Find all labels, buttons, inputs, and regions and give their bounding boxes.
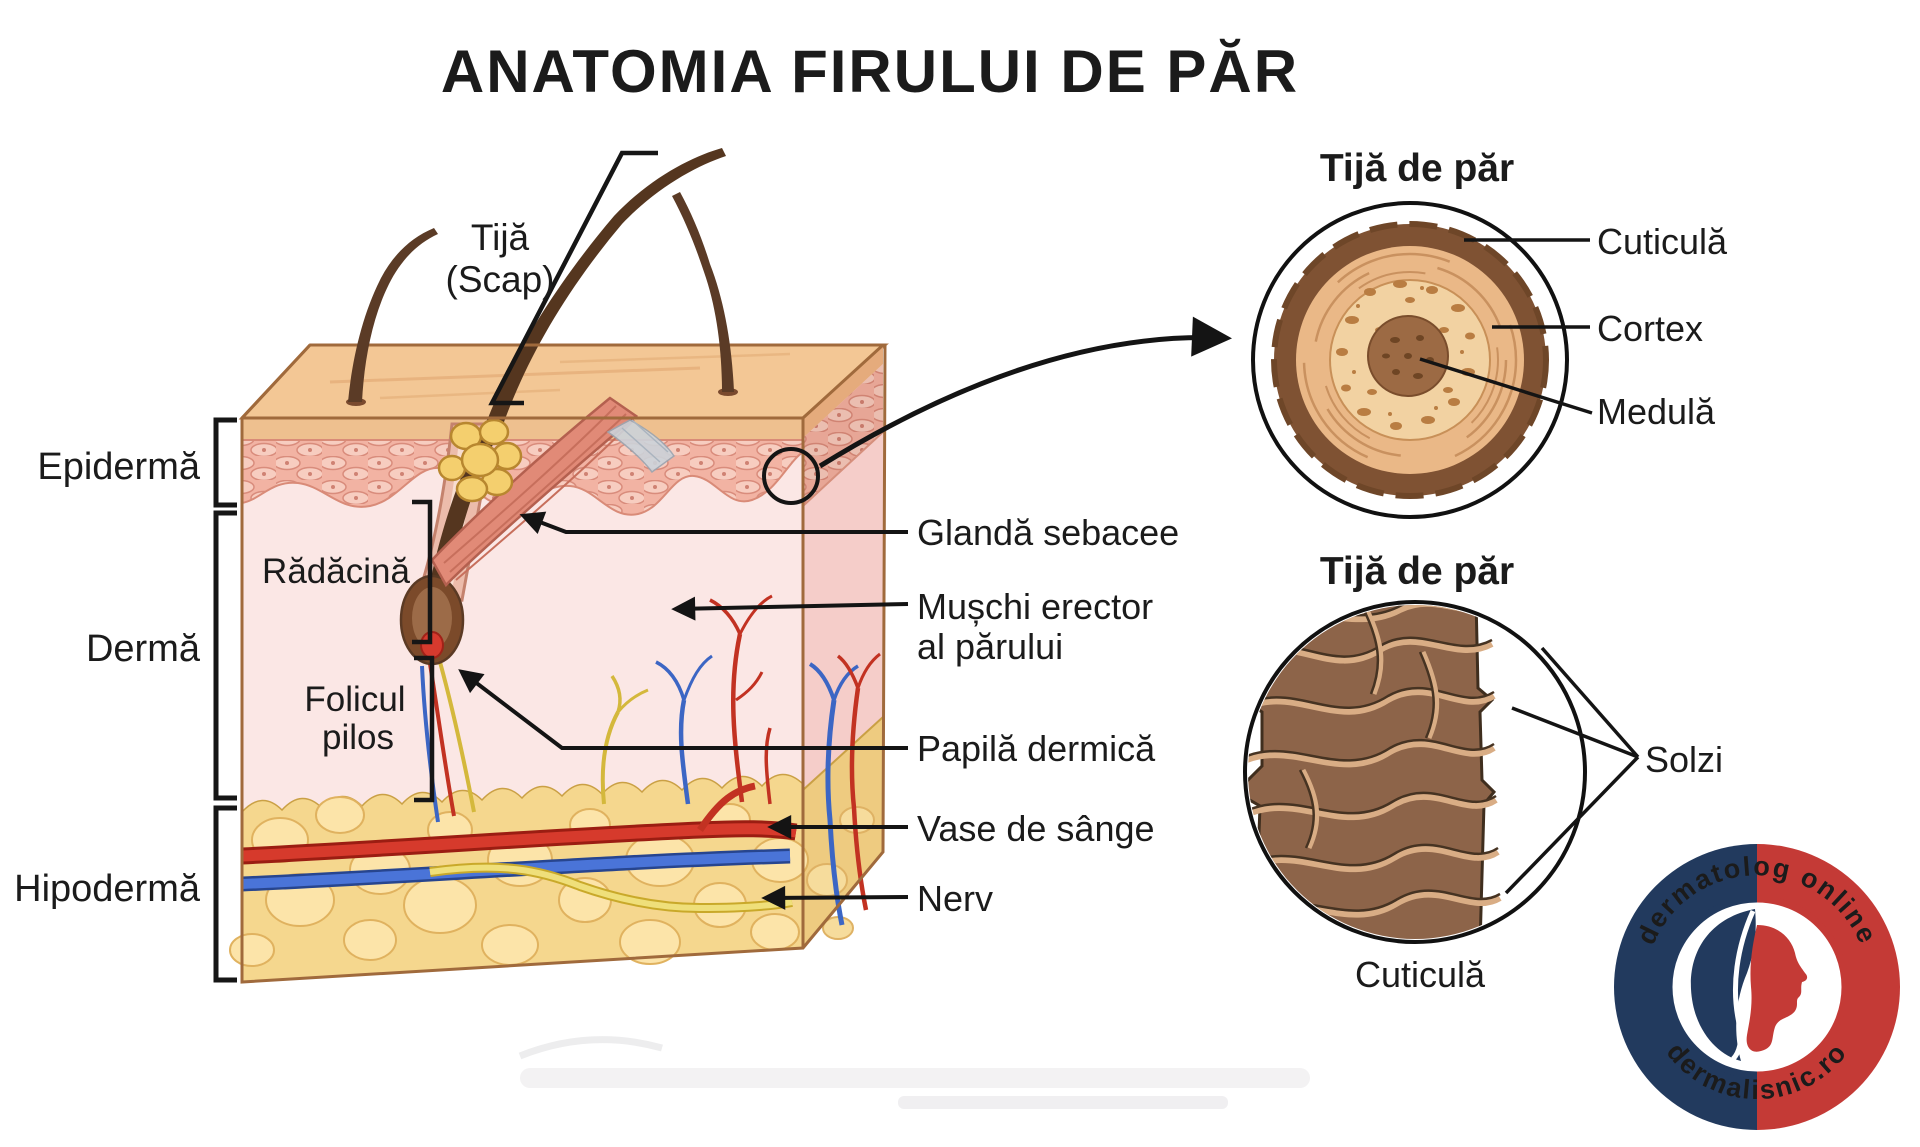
hair-left [348,228,438,402]
label-cuticula: Cuticulă [1597,221,1728,262]
hair-right [672,192,734,392]
bracket-epiderma [213,417,237,508]
leader-papila [458,669,908,750]
label-papila: Papilă dermică [917,728,1156,769]
label-vase: Vase de sânge [917,808,1155,849]
hair-shaft-cross-section: Tijă de păr [1251,147,1728,519]
hair-cuticle-closeup: Tijă de păr [1243,550,1723,995]
label-medula: Medulă [1597,391,1716,432]
callout-arrow [818,316,1232,469]
bracket-derma [213,510,237,801]
label-tija-line1: Tijă [471,217,530,258]
bracket-folicul [414,655,435,803]
arrector-pili-muscle [430,396,676,588]
cuticle-view-title: Tijă de păr [1320,550,1514,593]
leader-medula [1419,357,1593,415]
label-folicul-line2: pilos [322,718,394,757]
dermis-capillaries [600,594,773,805]
bracket-hipoderma [213,805,237,983]
label-solzi: Solzi [1645,739,1723,780]
sebaceous-gland [437,418,523,503]
label-nerv: Nerv [917,878,993,919]
label-epiderma: Epidermă [37,446,200,488]
bracket-radacina [412,499,433,645]
logo-badge: dermatolog online dermalisnic.ro [1614,844,1900,1130]
label-tija-line2: (Scap) [446,259,555,300]
label-cortex: Cortex [1597,308,1703,349]
label-muschi-line1: Mușchi erector [917,586,1153,627]
caption-cuticula: Cuticulă [1355,954,1486,995]
label-derma: Dermă [86,628,201,670]
leader-nerv [761,885,909,910]
tija-pointer-line [488,150,658,406]
page-title: ANATOMIA FIRULUI DE PĂR [441,38,1299,105]
leader-glanda [519,511,908,535]
skin-block-illustration [229,148,889,984]
cross-section-title: Tijă de păr [1320,147,1514,190]
label-folicul-line1: Folicul [304,680,405,719]
label-radacina: Rădăcină [262,552,410,591]
leader-muschi [671,596,909,621]
solzi-leader-lines [1504,646,1640,895]
logo-face-icon [1690,909,1808,1061]
nerve-fiber [429,862,793,914]
label-hipoderma: Hipodermă [14,868,201,910]
label-muschi-line2: al părului [917,626,1063,667]
epidermis-callout-circle [762,447,820,505]
label-glanda: Glandă sebacee [917,512,1179,553]
watermark-text-blurred [518,1036,1310,1109]
